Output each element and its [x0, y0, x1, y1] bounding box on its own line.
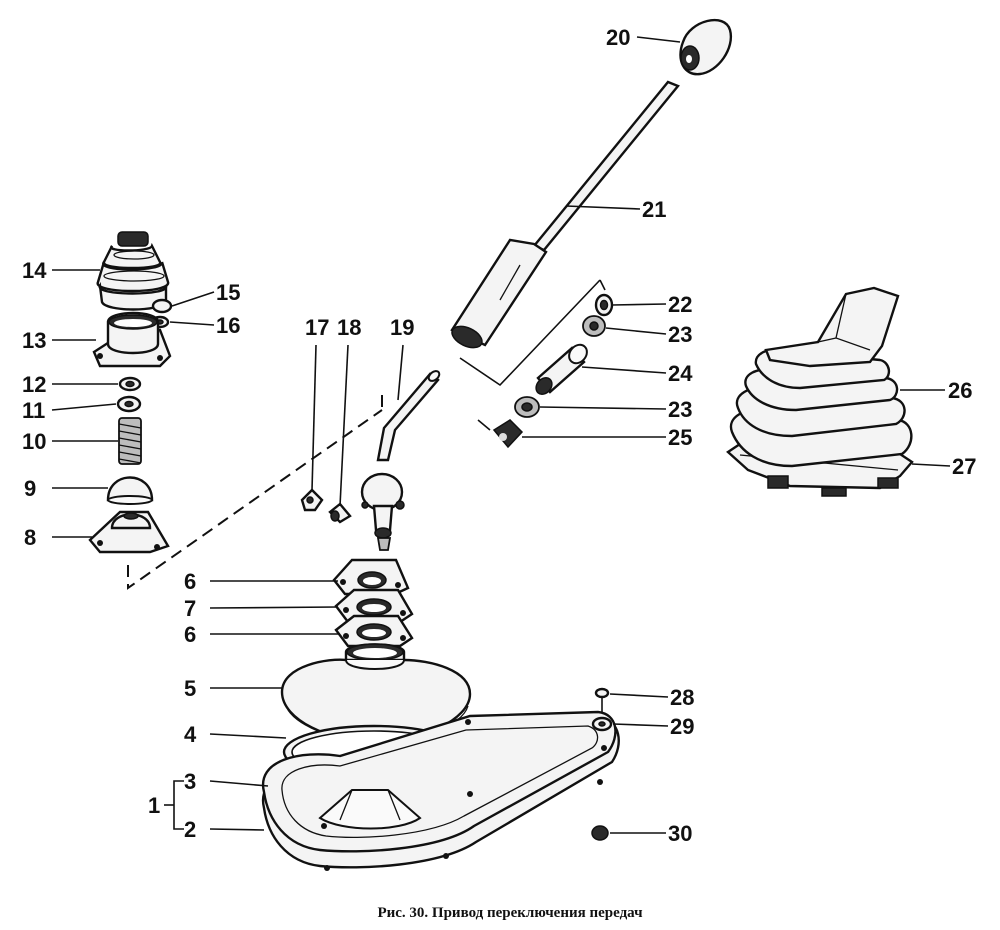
- label-17: 17: [305, 315, 329, 340]
- part-18-bushing: [328, 502, 352, 524]
- part-20-knob: [679, 19, 733, 76]
- label-23-lower: 23: [668, 397, 692, 422]
- label-25: 25: [668, 425, 692, 450]
- label-3: 3: [184, 769, 196, 794]
- label-12: 12: [22, 372, 46, 397]
- part-6-lower-gasket: [334, 614, 414, 648]
- label-28: 28: [670, 685, 694, 710]
- label-1: 1: [148, 793, 160, 818]
- figure-caption: Рис. 30. Привод переключения передач: [377, 905, 643, 921]
- label-20: 20: [606, 25, 630, 50]
- part-23-lower-bushing: [514, 396, 540, 418]
- label-30: 30: [668, 821, 692, 846]
- label-29: 29: [670, 714, 694, 739]
- label-6-lower: 6: [184, 622, 196, 647]
- leader-lines: [51, 36, 951, 834]
- part-13-cover: [92, 311, 172, 368]
- label-8: 8: [24, 525, 36, 550]
- label-24: 24: [668, 361, 693, 386]
- label-26: 26: [948, 378, 972, 403]
- label-6-upper: 6: [184, 569, 196, 594]
- label-7: 7: [184, 596, 196, 621]
- part-labels: 1 2 3 4 5 6 7 6 8 9 10 11 12 13 14 15 16…: [22, 25, 976, 846]
- label-18: 18: [337, 315, 361, 340]
- label-21: 21: [642, 197, 666, 222]
- part-11-washer: [116, 395, 142, 413]
- part-12-snap-ring: [118, 376, 142, 392]
- part-30-nut: [591, 825, 609, 841]
- part-25-nut: [492, 419, 524, 449]
- part-9-dome-cup: [106, 476, 154, 505]
- part-3-upper-plate: [261, 710, 617, 871]
- part-21-shift-lever: [450, 80, 680, 349]
- label-5: 5: [184, 676, 196, 701]
- part-26-gaiter-boot: [726, 286, 914, 497]
- part-22-bushing: [594, 293, 614, 317]
- part-8-base-plate: [88, 510, 170, 554]
- label-22: 22: [668, 292, 692, 317]
- part-23-upper-bushing: [582, 315, 606, 337]
- label-14: 14: [22, 258, 47, 283]
- label-10: 10: [22, 429, 46, 454]
- label-13: 13: [22, 328, 46, 353]
- part-5-dome-cover: [280, 643, 472, 744]
- part-28-screw: [594, 687, 610, 712]
- label-4: 4: [184, 722, 197, 747]
- part-24-sleeve: [535, 343, 588, 395]
- label-27: 27: [952, 454, 976, 479]
- label-19: 19: [390, 315, 414, 340]
- part-17-pin: [300, 488, 324, 512]
- part-14-rubber-boot: [96, 231, 170, 311]
- part-10-spring: [118, 417, 142, 465]
- label-2: 2: [184, 817, 196, 842]
- label-16: 16: [216, 313, 240, 338]
- part-29-washer: [591, 716, 613, 732]
- part-15-nut: [151, 298, 173, 314]
- label-15: 15: [216, 280, 240, 305]
- label-9: 9: [24, 476, 36, 501]
- part-19-lower-lever: [360, 370, 441, 551]
- label-23-upper: 23: [668, 322, 692, 347]
- label-11: 11: [22, 398, 45, 423]
- part-6-upper-gasket: [332, 558, 410, 596]
